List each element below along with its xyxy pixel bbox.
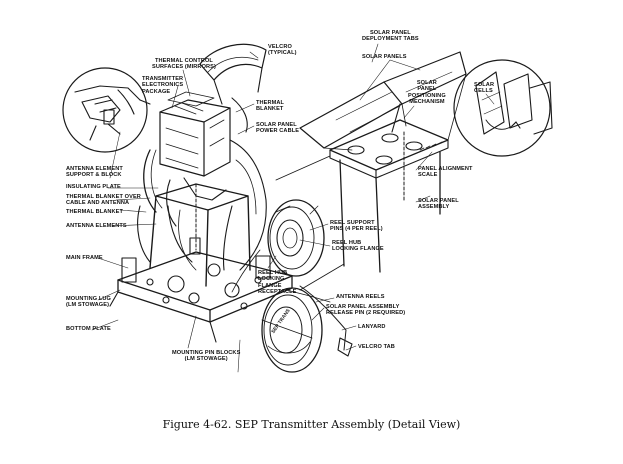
label-antenna-support: ANTENNA ELEMENT SUPPORT & BLOCK [66, 166, 123, 179]
label-thermal-blanket-cable: THERMAL BLANKET OVER CABLE AND ANTENNA [66, 194, 141, 207]
label-main-frame: MAIN FRAME [66, 255, 103, 261]
thermal-blanket-top [199, 43, 267, 133]
lanyard-and-tab [231, 249, 353, 357]
label-deployment-tabs: SOLAR PANEL DEPLOYMENT TABS [362, 30, 419, 43]
label-solar-cells: SOLAR CELLS [474, 82, 495, 95]
label-velcro-typical: VELCRO (TYPICAL) [268, 44, 297, 57]
label-mounting-pin-blocks: MOUNTING PIN BLOCKS (LM STOWAGE) [172, 350, 241, 363]
label-reel-support-pins: REEL SUPPORT PINS (4 PER REEL) [330, 220, 383, 233]
left-detail-inset [62, 67, 151, 153]
main-frame [149, 183, 251, 287]
label-alignment-scale: PANEL ALIGNMENT SCALE [418, 166, 473, 179]
label-insulating-plate: INSULATING PLATE [66, 184, 121, 190]
solar-panels [299, 51, 467, 151]
label-reel-hub-receptacle: REEL HUB LOCKING FLANGE RECEPTACLE [258, 270, 297, 296]
label-thermal-blanket-top: THERMAL BLANKET [256, 100, 285, 113]
label-positioning-mechanism: SOLAR PANEL POSITIONING MECHANISM [408, 80, 446, 106]
label-thermal-control: THERMAL CONTROL SURFACES (MIRRORS) [152, 58, 216, 71]
antenna-reel-lower [261, 287, 323, 373]
label-velcro-tab: VELCRO TAB [358, 344, 395, 350]
label-antenna-elements: ANTENNA ELEMENTS [66, 223, 127, 229]
reel-marking: SEP TRANS [270, 307, 292, 334]
transmitter-package [159, 91, 231, 177]
label-solar-panel-assembly: SOLAR PANEL ASSEMBLY [418, 198, 459, 211]
label-solar-panels: SOLAR PANELS [362, 54, 407, 60]
label-release-pin: SOLAR PANEL ASSEMBLY RELEASE PIN (2 REQU… [326, 304, 406, 317]
figure-caption: Figure 4-62. SEP Transmitter Assembly (D… [162, 418, 461, 431]
label-solar-power-cable: SOLAR PANEL POWER CABLE [256, 122, 300, 135]
label-lanyard: LANYARD [358, 324, 386, 330]
label-reel-hub-flange: REEL HUB LOCKING FLANGE [332, 240, 384, 253]
label-mounting-lug: MOUNTING LUG (LM STOWAGE) [66, 296, 112, 309]
cables-and-blankets [137, 139, 267, 271]
label-thermal-blanket: THERMAL BLANKET [66, 209, 124, 215]
right-detail-inset [453, 59, 553, 157]
label-transmitter-package: TRANSMITTER ELECTRONICS PACKAGE [142, 76, 184, 95]
label-antenna-reels: ANTENNA REELS [336, 294, 385, 300]
leader-lines [91, 43, 495, 373]
antenna-reel-upper [267, 199, 325, 277]
label-bottom-plate: BOTTOM PLATE [66, 326, 111, 332]
